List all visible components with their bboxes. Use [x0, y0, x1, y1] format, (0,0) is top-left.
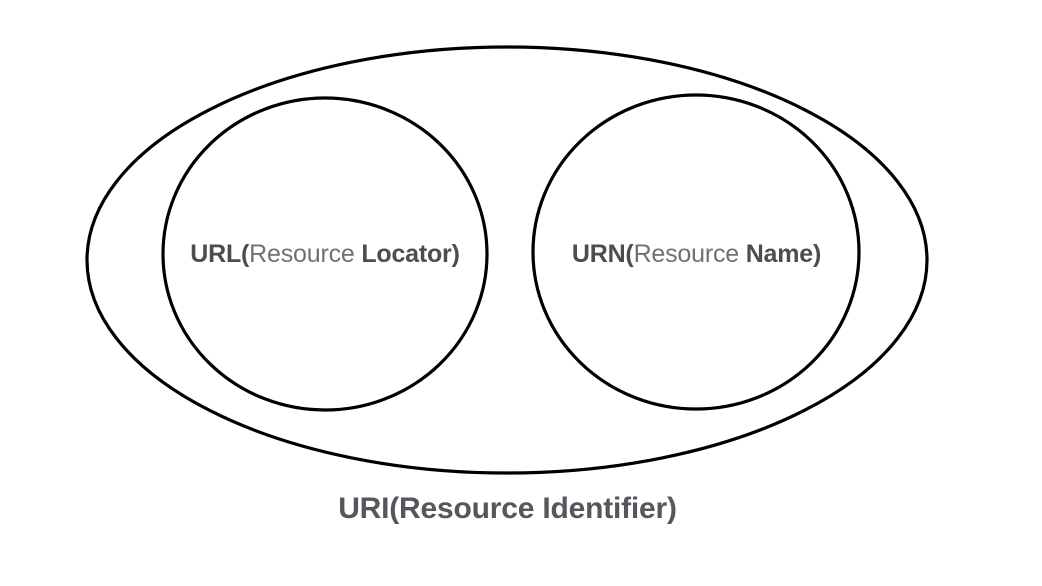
uri-label: URI(Resource Identifier): [87, 494, 928, 524]
urn-label: URN(Resource Name): [533, 242, 860, 267]
urn-inner-ellipse: [531, 93, 861, 411]
uri-label-text: URI(Resource Identifier): [338, 492, 677, 525]
urn-label-prefix: URN(: [571, 240, 634, 268]
url-label-middle: Resource: [249, 240, 362, 268]
url-label-suffix: Locator): [361, 240, 460, 268]
uri-outer-ellipse: [85, 45, 929, 475]
url-label-prefix: URL(: [190, 240, 250, 268]
url-label: URL(Resource Locator): [163, 242, 487, 267]
urn-label-middle: Resource: [633, 240, 746, 268]
url-inner-ellipse: [161, 96, 489, 412]
urn-label-suffix: Name): [745, 240, 822, 268]
